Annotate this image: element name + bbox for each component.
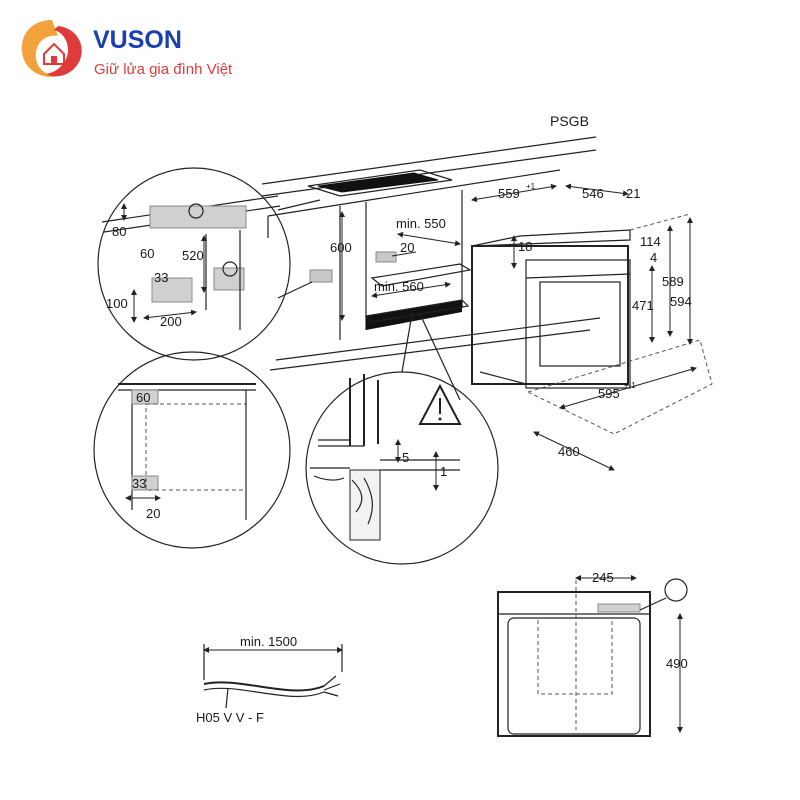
detail-dim-200: 200	[160, 314, 182, 329]
power-icon	[188, 203, 204, 219]
dim-front-thickness: 21	[626, 186, 640, 201]
warning-dim-1: 1	[440, 464, 447, 479]
dim-top-small: 4	[650, 250, 657, 265]
dim-niche-gap: 20	[400, 240, 414, 255]
cable-type: H05 V V - F	[196, 710, 264, 725]
brand-name: VUSON	[93, 26, 182, 54]
dim-niche-depth: min. 550	[396, 216, 446, 231]
rear-dim-490: 490	[666, 656, 688, 671]
dim-panel-top: 18	[518, 239, 532, 254]
dim-base-depth: 460	[558, 444, 580, 459]
power-icon	[664, 578, 688, 602]
dim-top-clearance: 114	[640, 234, 661, 249]
dim-oven-width-tol: +-1	[624, 381, 636, 390]
detail-mid-left: 60 33 20	[93, 351, 291, 549]
mid-dim-33: 33	[132, 476, 146, 491]
mid-dim-60: 60	[136, 390, 150, 405]
mid-dim-20: 20	[146, 506, 160, 521]
niche-dimensions: 600 min. 550 20 min. 560	[330, 211, 461, 321]
dim-cavity-height: 471	[632, 298, 654, 313]
dim-oven-depth: 546	[582, 186, 604, 201]
rear-view: 245 490	[497, 570, 688, 737]
warning-icon	[418, 383, 462, 425]
detail-warning: 5 1	[305, 313, 499, 565]
dim-niche-width: min. 560	[374, 279, 424, 294]
detail-dim-80: 80	[112, 224, 126, 239]
oven-dimensions: 559 +1 546 21 18 114 4 471 589 594 595 +…	[471, 182, 697, 471]
dim-oven-height-front: 594	[670, 294, 692, 309]
dim-cabinet-depth: 559	[498, 186, 520, 201]
detail-top-left: 80 60 520 33 100 200	[97, 167, 321, 361]
dim-oven-height-total: 589	[662, 274, 684, 289]
logo-swirl-icon	[21, 20, 82, 77]
dim-cabinet-depth-tol: +1	[526, 182, 536, 191]
header-partial: PSGB	[550, 113, 589, 129]
warning-dim-5: 5	[402, 450, 409, 465]
detail-dim-520: 520	[182, 248, 204, 263]
detail-dim-100: 100	[106, 296, 128, 311]
rear-dim-245: 245	[592, 570, 614, 585]
cabinet-countertop	[261, 136, 601, 371]
detail-dim-60: 60	[140, 246, 154, 261]
detail-dim-33: 33	[154, 270, 168, 285]
oven-body	[471, 213, 713, 435]
dim-niche-height: 600	[330, 240, 352, 255]
cable-length: min. 1500	[240, 634, 297, 649]
dim-oven-width: 595	[598, 386, 620, 401]
power-icon	[222, 261, 238, 277]
brand-tagline: Giữ lửa gia đình Việt	[94, 61, 233, 78]
cable-detail: min. 1500 H05 V V - F	[196, 634, 343, 725]
